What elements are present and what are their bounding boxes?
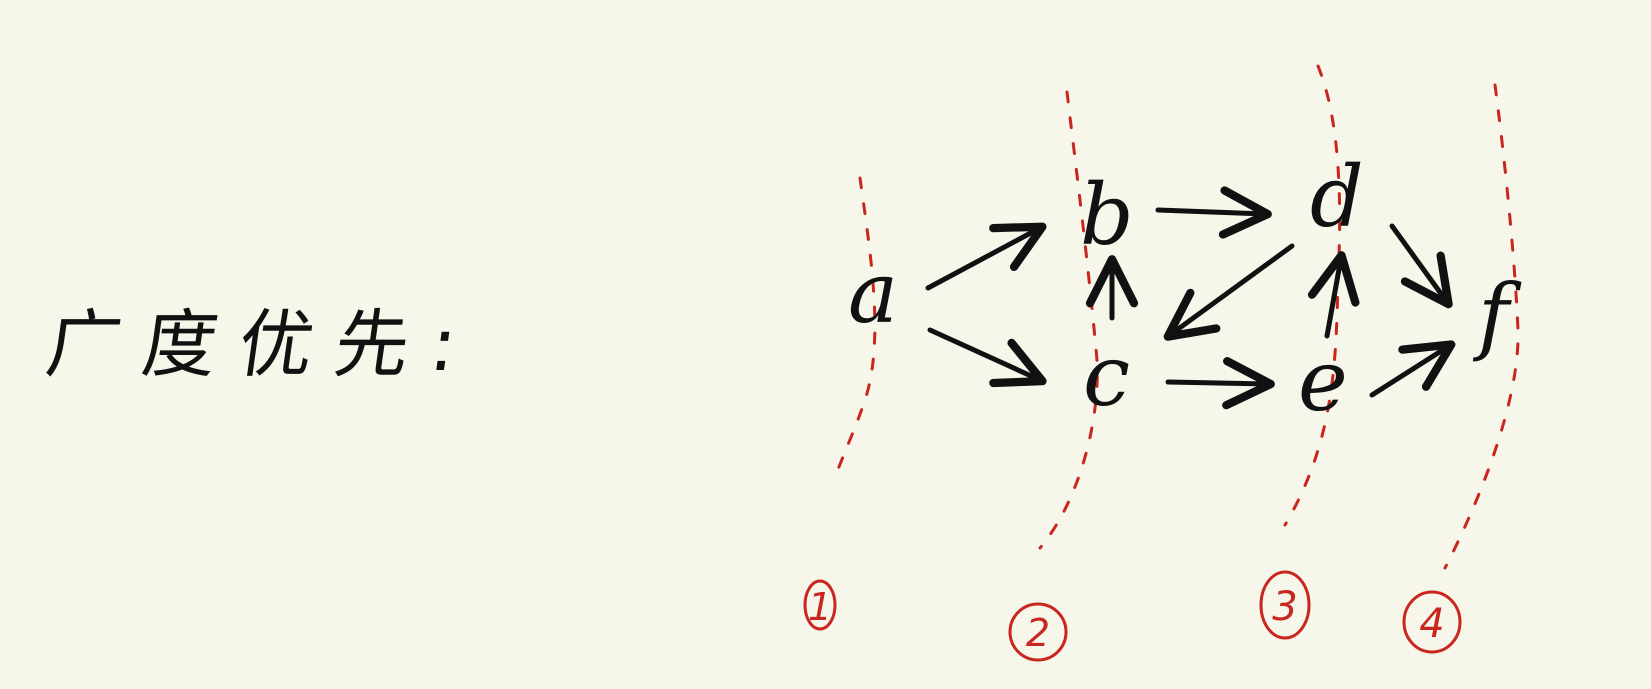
level-4-circle [1402,590,1462,654]
level-1-label: 1 [808,585,832,629]
edge-c-e [1165,357,1275,410]
edge-e-d [1307,251,1360,339]
node-a: a [848,244,898,342]
edge-e-f [1369,340,1456,398]
level-2-label: 2 [1026,611,1050,655]
level-4-label: 4 [1419,601,1444,647]
edge-a-b [925,222,1047,291]
node-f: f [1472,266,1522,364]
level-divider-3 [1283,64,1342,527]
edge-b-d [1155,186,1272,239]
node-e: e [1298,332,1348,430]
node-b: b [1080,166,1134,264]
level-divider-2 [1038,90,1099,550]
node-c: c [1083,327,1130,425]
level-1-circle [803,579,837,631]
edge-d-c [1163,243,1295,341]
level-divider-1 [834,176,877,477]
level-divider-4 [1443,83,1520,570]
edge-d-f [1389,223,1453,309]
level-2-circle [1008,602,1068,662]
edge-a-c [927,327,1047,388]
level-3-label: 3 [1272,584,1297,630]
level-3-circle [1259,570,1311,640]
node-d: d [1310,148,1364,246]
